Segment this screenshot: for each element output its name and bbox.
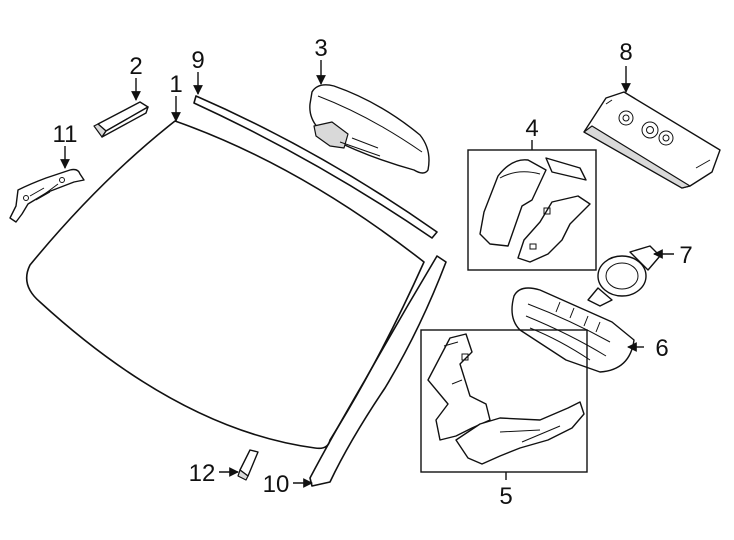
inset-box-5	[420, 329, 588, 473]
trim-housing	[427, 333, 585, 465]
windshield-glass	[25, 120, 425, 450]
rain-sensor	[587, 245, 661, 307]
callout-6: 6	[655, 335, 668, 362]
callout-4: 4	[525, 115, 538, 142]
pillar-moulding	[309, 255, 447, 487]
callout-5: 5	[499, 483, 512, 510]
clip	[237, 449, 259, 481]
callout-8: 8	[619, 39, 632, 66]
cover-set	[479, 157, 591, 263]
callout-1: 1	[169, 71, 182, 98]
callout-12: 12	[189, 460, 216, 487]
rearview-mirror	[309, 84, 430, 174]
callout-9: 9	[191, 47, 204, 74]
callout-2: 2	[129, 53, 142, 80]
upper-moulding	[193, 95, 438, 239]
leader-lines	[60, 60, 674, 488]
callout-3: 3	[314, 35, 327, 62]
callout-11: 11	[53, 121, 78, 148]
callout-10: 10	[263, 471, 290, 498]
overhead-console	[583, 91, 721, 189]
wedge-block	[93, 101, 149, 138]
callout-7: 7	[679, 242, 692, 269]
bracket	[9, 168, 85, 223]
